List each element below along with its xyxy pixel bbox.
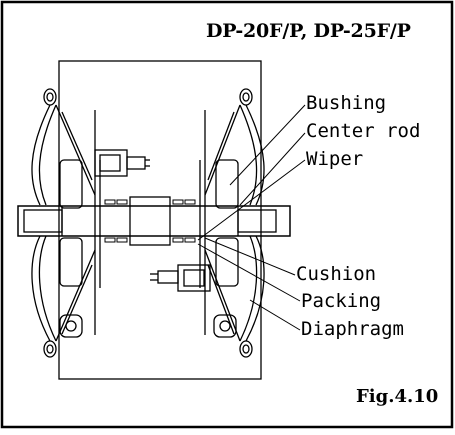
page-title: DP-20F/P, DP-25F/P: [206, 20, 411, 42]
right-diaphragm-chamber: [199, 104, 265, 342]
callout-bushing: Bushing: [306, 92, 387, 114]
figure-label: Fig.4.10: [356, 386, 439, 407]
callout-cushion: Cushion: [296, 263, 377, 285]
left-bottom-bolt: [59, 314, 83, 338]
callout-packing: Packing: [301, 290, 382, 312]
callout-wiper: Wiper: [306, 148, 364, 170]
lower-air-valve: [150, 264, 211, 292]
packing-rings: [104, 199, 196, 243]
leader-lines: [197, 104, 306, 331]
left-diaphragm-chamber: [31, 104, 101, 342]
callout-diaphragm: Diaphragm: [301, 318, 404, 340]
pump-housing: [58, 60, 262, 380]
right-bottom-bolt: [213, 314, 237, 338]
center-rod: [17, 196, 291, 246]
upper-air-valve: [94, 149, 150, 177]
callout-center-rod: Center rod: [306, 120, 421, 142]
